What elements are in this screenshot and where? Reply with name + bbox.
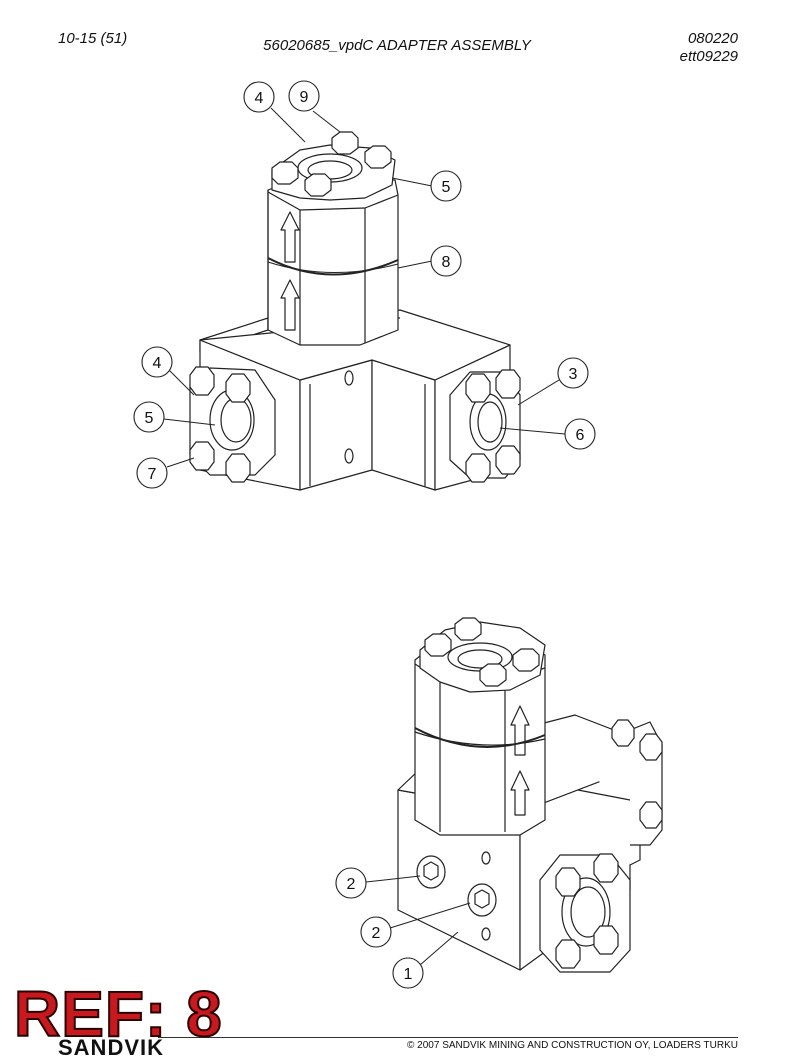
page-title: 56020685_vpdC ADAPTER ASSEMBLY	[263, 37, 531, 54]
callout-circle	[335, 867, 367, 899]
footer-rule	[158, 1037, 738, 1038]
doc-code: 080220	[687, 30, 738, 47]
callouts-top	[133, 80, 596, 489]
callout-label: 9	[300, 89, 309, 106]
callout-circle	[557, 357, 589, 389]
callout-label: 7	[148, 466, 157, 483]
callout-label: 4	[153, 355, 162, 372]
callout-circle	[360, 916, 392, 948]
callout-label: 2	[372, 925, 381, 942]
callout-label: 5	[442, 179, 451, 196]
page-number: 10-15 (51)	[58, 30, 128, 47]
callout-circle	[133, 401, 165, 433]
callout-circle	[141, 346, 173, 378]
callout-circle	[430, 245, 462, 277]
copyright-text: © 2007 SANDVIK MINING AND CONSTRUCTION O…	[407, 1040, 738, 1051]
ref-stamp: REF: 8	[13, 978, 223, 1050]
callouts-bottom	[335, 867, 424, 989]
callout-label: 1	[404, 966, 413, 983]
callout-label: 2	[347, 876, 356, 893]
callout-circle	[136, 457, 168, 489]
callout-label: 3	[569, 366, 578, 383]
top-assembly-view	[163, 107, 566, 491]
callout-label: 8	[442, 254, 451, 271]
callout-label: 5	[145, 410, 154, 427]
callout-circle	[288, 80, 320, 112]
drawing-code: ett09229	[679, 48, 738, 65]
callout-circle	[243, 81, 275, 113]
callout-label: 6	[576, 427, 585, 444]
callout-circle	[430, 170, 462, 202]
bottom-assembly-view	[365, 617, 663, 973]
callout-label: 4	[255, 90, 264, 107]
callout-circle	[392, 957, 424, 989]
callout-circle	[564, 418, 596, 450]
